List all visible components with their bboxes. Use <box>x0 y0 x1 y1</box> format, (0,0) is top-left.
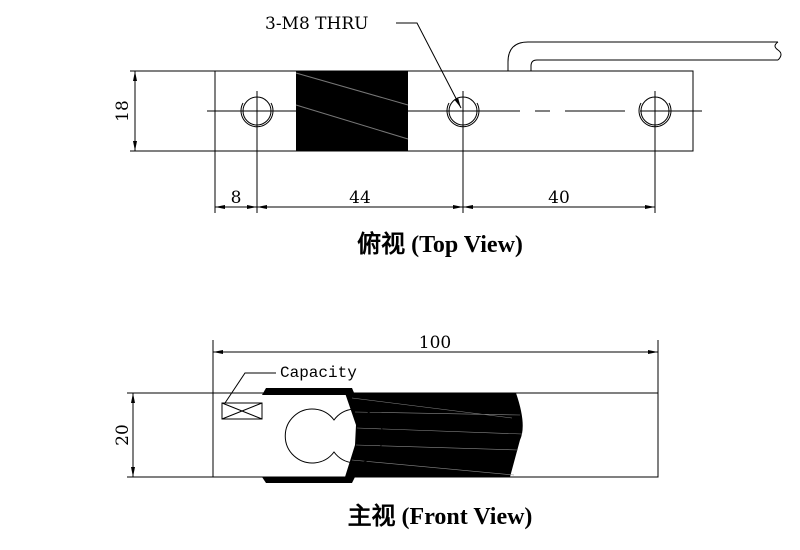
dim-40: 40 <box>548 188 570 208</box>
strain-gauge-area <box>296 71 408 151</box>
strain-gauge-wrap <box>345 393 523 477</box>
dim-8: 8 <box>231 188 242 208</box>
top-view: 18 8 44 40 3-M8 THRU 俯视 (Top View) <box>113 14 782 258</box>
capacity-label-box <box>221 402 263 420</box>
cable <box>507 41 782 71</box>
dim-20: 20 <box>113 424 133 446</box>
hole-note: 3-M8 THRU <box>265 14 368 34</box>
bottom-strip <box>262 477 355 483</box>
mounting-holes <box>240 91 672 213</box>
binocular-hole <box>284 408 384 464</box>
front-view-title: 主视 (Front View) <box>348 503 533 530</box>
top-view-title: 俯视 (Top View) <box>357 230 523 258</box>
dim-100: 100 <box>419 333 451 353</box>
capacity-label: Capacity <box>280 364 357 382</box>
dim-44: 44 <box>349 188 371 208</box>
top-strip <box>262 388 355 395</box>
dim-18: 18 <box>113 100 133 122</box>
front-view: Capacity 100 20 主视 (Front View) <box>113 333 659 530</box>
